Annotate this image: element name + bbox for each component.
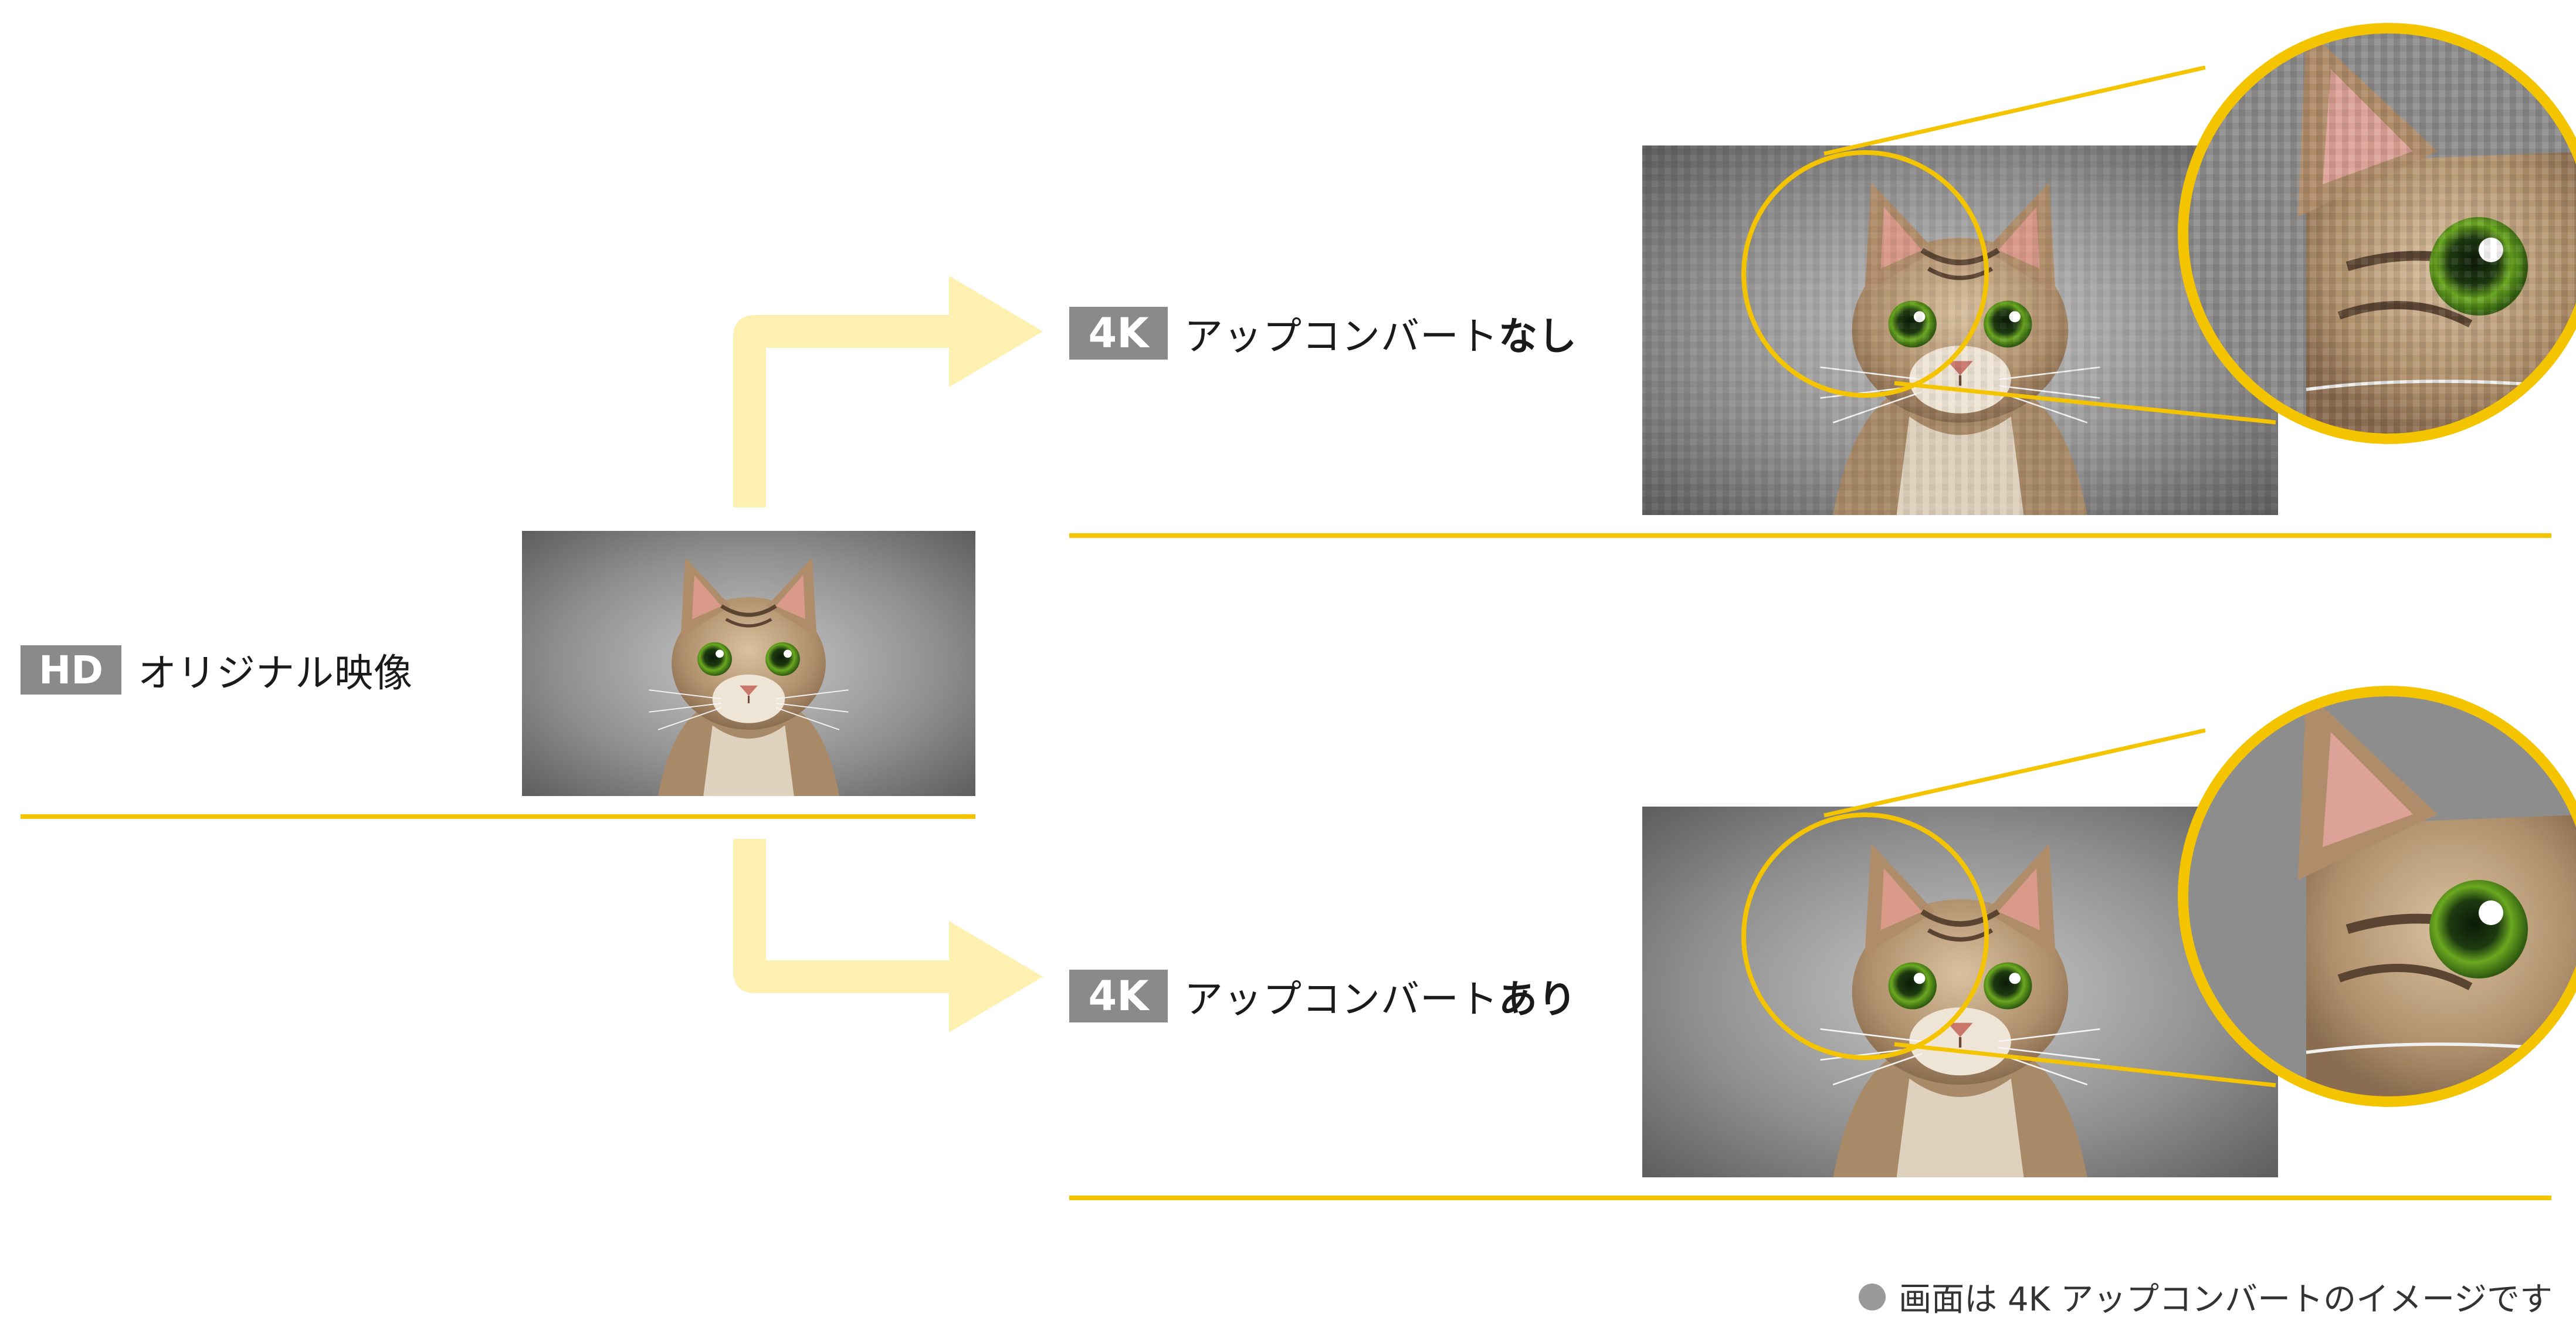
4k-without-label: 4K アップコンバートなし [1069,305,1577,361]
hd-source-image [522,531,975,796]
4k-with-zoom-connector [1823,728,2276,1088]
4k-without-focus-circle [1741,150,1989,398]
4k-with-focus-circle [1741,812,1989,1060]
4k-without-label-main: アップコンバート [1184,314,1499,359]
4k-with-label-main: アップコンバート [1184,977,1499,1022]
4k-without-label-bold: なし [1499,314,1577,359]
4k-without-badge: 4K [1069,307,1168,360]
hd-badge: HD [21,645,121,695]
4k-without-label-text: アップコンバートなし [1184,305,1577,361]
footnote-text: 画面は 4K アップコンバートのイメージです [1899,1281,2553,1319]
4k-with-label-bold: あり [1499,977,1577,1022]
4k-with-magnify-ring [2178,686,2576,1107]
hd-label-text: オリジナル映像 [138,651,413,696]
4k-without-magnify-ring [2178,23,2576,444]
arrow-down-right-icon [733,839,1043,1032]
dot-icon [1859,1283,1886,1310]
4k-without-magnified-view [2183,28,2576,439]
4k-with-label-text: アップコンバートあり [1184,968,1577,1024]
4k-with-label: 4K アップコンバートあり [1069,968,1577,1024]
footnote: 画面は 4K アップコンバートのイメージです [1859,1273,2553,1320]
4k-with-badge: 4K [1069,970,1168,1022]
hd-label: HD オリジナル映像 [21,642,413,698]
arrow-up-right-icon [733,276,1043,507]
4k-without-image [1642,145,2278,515]
4k-without-zoom-connector [1823,65,2276,425]
